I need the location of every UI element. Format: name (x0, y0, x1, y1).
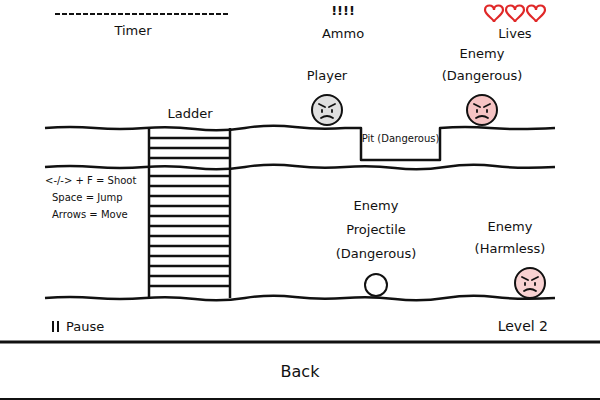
hud-label: Ammo (322, 26, 364, 42)
node-text: Ladder (149, 106, 231, 121)
hud-label: Pause (66, 319, 104, 335)
hud-label: <-/-> + F = Shoot (45, 173, 136, 189)
back-band-bottom (0, 398, 600, 400)
hud-label: !!!! (331, 3, 355, 19)
node-text: Enemy (Harmless) (462, 216, 558, 260)
ladder-rungs (149, 128, 230, 298)
projectile-ball: Enemy Projectile (Dangerous) (324, 194, 428, 298)
node-text: Back (281, 362, 320, 381)
enemy-ball: Enemy (Dangerous) (434, 43, 530, 127)
node-text: Enemy Projectile (Dangerous) (324, 194, 428, 266)
ball-figure (267, 93, 387, 127)
ladder: Ladder (149, 106, 231, 126)
lives-hearts (485, 6, 545, 23)
node-text: Enemy (Dangerous) (434, 43, 530, 87)
ball-figure (442, 266, 578, 300)
node-text: Player (287, 65, 367, 87)
hud-label: Arrows = Move (52, 207, 128, 223)
enemy-ball: Enemy (Harmless) (462, 216, 558, 300)
pit: Pit (Dangerous) (361, 117, 440, 159)
back-band-top (0, 341, 600, 344)
pause-icon (53, 321, 58, 332)
player-ball: Player (287, 65, 367, 127)
floor-lines (45, 126, 555, 301)
back-button: Back (0, 344, 600, 398)
node-text: Pit (Dangerous) (361, 130, 440, 147)
hud-label: Space = Jump (52, 190, 123, 206)
ball-figure (304, 272, 448, 298)
ball-figure (414, 93, 550, 127)
hud-label: Level 2 (498, 318, 548, 334)
hud-label: Lives (498, 26, 531, 42)
timer-bar (55, 13, 230, 15)
hud-label: Timer (114, 23, 151, 39)
